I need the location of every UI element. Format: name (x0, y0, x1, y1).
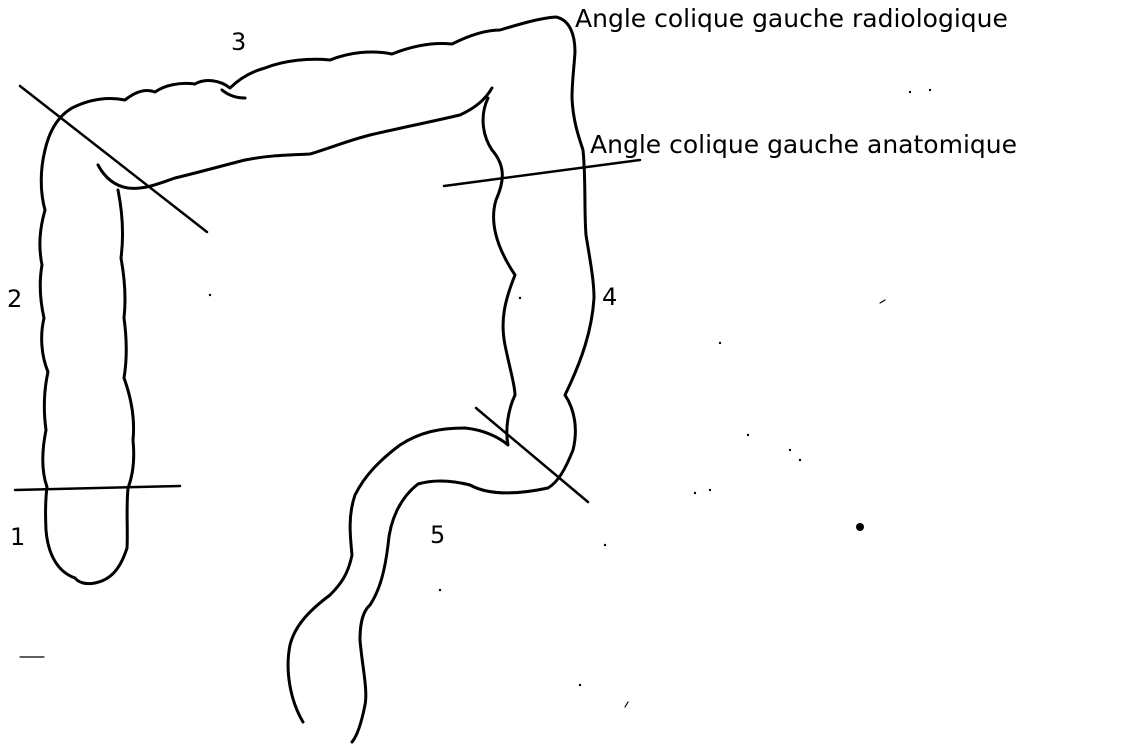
cut-line-anatomic-angle (444, 160, 640, 186)
cut-line-hepatic-flexure (20, 86, 207, 232)
cut-line-caecum (15, 486, 180, 490)
label-angle-radiologique: Angle colique gauche radiologique (575, 4, 1008, 33)
ascending-inner-wall (75, 190, 134, 584)
transverse-haustra-fold (222, 90, 245, 98)
label-segment-4: 4 (602, 283, 617, 311)
label-segment-5: 5 (430, 521, 445, 549)
colon-inner-wall-right-side (98, 88, 492, 188)
descending-inner-wall (288, 98, 515, 722)
label-segment-1: 1 (10, 523, 25, 551)
label-angle-anatomique: Angle colique gauche anatomique (590, 130, 1017, 159)
label-segment-3: 3 (231, 28, 246, 56)
label-segment-2: 2 (7, 285, 22, 313)
